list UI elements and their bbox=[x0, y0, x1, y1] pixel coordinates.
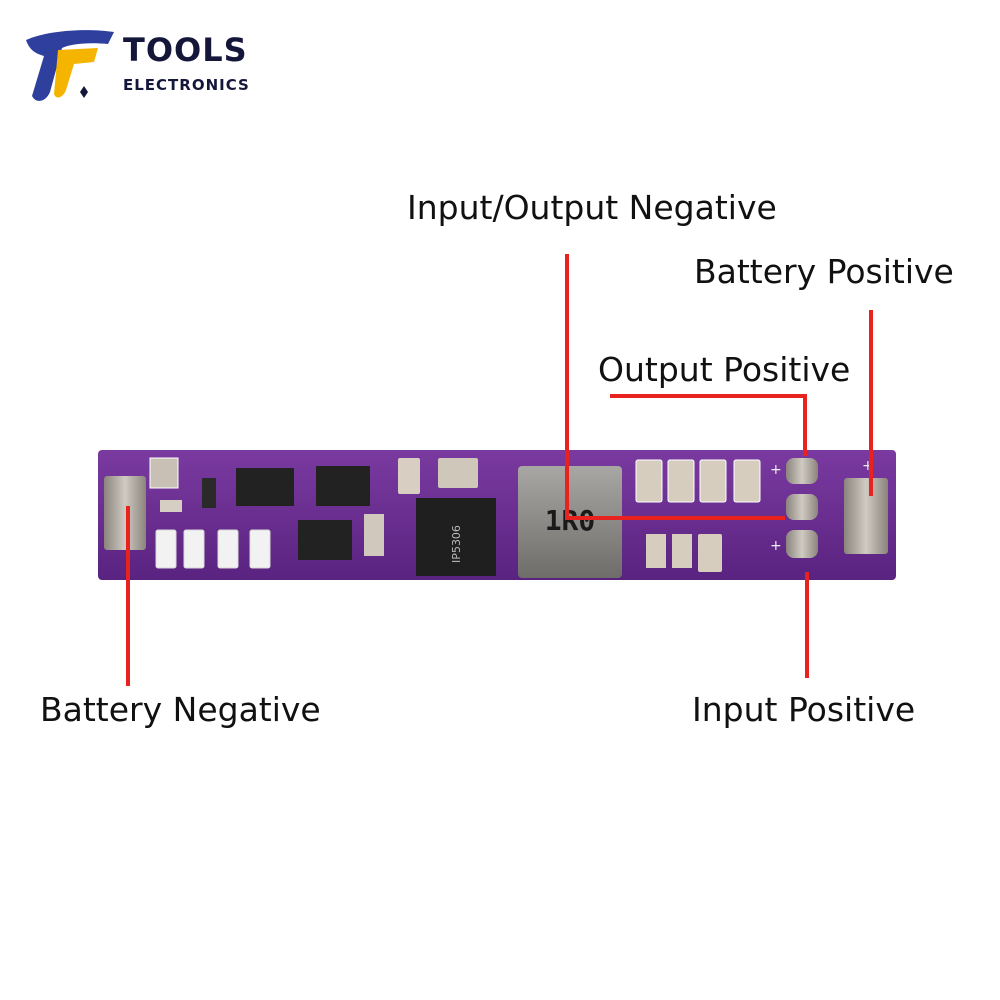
pcb-substrate bbox=[98, 450, 896, 580]
pcb-board: IP5306 1R0 + + + bbox=[98, 450, 896, 580]
label-io-negative: Input/Output Negative bbox=[407, 188, 777, 227]
inductor bbox=[518, 466, 622, 578]
svg-text:+: + bbox=[862, 458, 874, 474]
pointer-output-positive-h bbox=[610, 394, 806, 398]
brand-subtitle: ELECTRONICS bbox=[123, 76, 250, 94]
label-battery-negative: Battery Negative bbox=[40, 690, 321, 729]
pointer-io-negative-v bbox=[565, 254, 569, 520]
io-negative-pad bbox=[786, 494, 818, 520]
inductor-marking: 1R0 bbox=[545, 504, 596, 537]
ic-marking: IP5306 bbox=[450, 525, 463, 563]
pointer-input-positive bbox=[805, 572, 809, 678]
input-positive-pad bbox=[786, 530, 818, 558]
label-input-positive: Input Positive bbox=[692, 690, 916, 729]
pointer-output-positive-v bbox=[803, 394, 807, 456]
pointer-battery-negative bbox=[126, 506, 130, 686]
label-battery-positive: Battery Positive bbox=[694, 252, 954, 291]
brand-name: TOOLS bbox=[123, 31, 248, 69]
logo-mark-icon bbox=[26, 30, 114, 101]
brand-logo bbox=[18, 22, 268, 107]
battery-negative-pad bbox=[104, 476, 146, 550]
pointer-io-negative-h bbox=[565, 516, 785, 520]
output-positive-pad bbox=[786, 458, 818, 484]
label-output-positive: Output Positive bbox=[598, 350, 851, 389]
ic-chip bbox=[416, 498, 496, 576]
battery-positive-pad bbox=[844, 478, 888, 554]
pointer-battery-positive bbox=[869, 310, 873, 496]
svg-text:+: + bbox=[770, 462, 782, 478]
svg-text:+: + bbox=[770, 538, 782, 554]
